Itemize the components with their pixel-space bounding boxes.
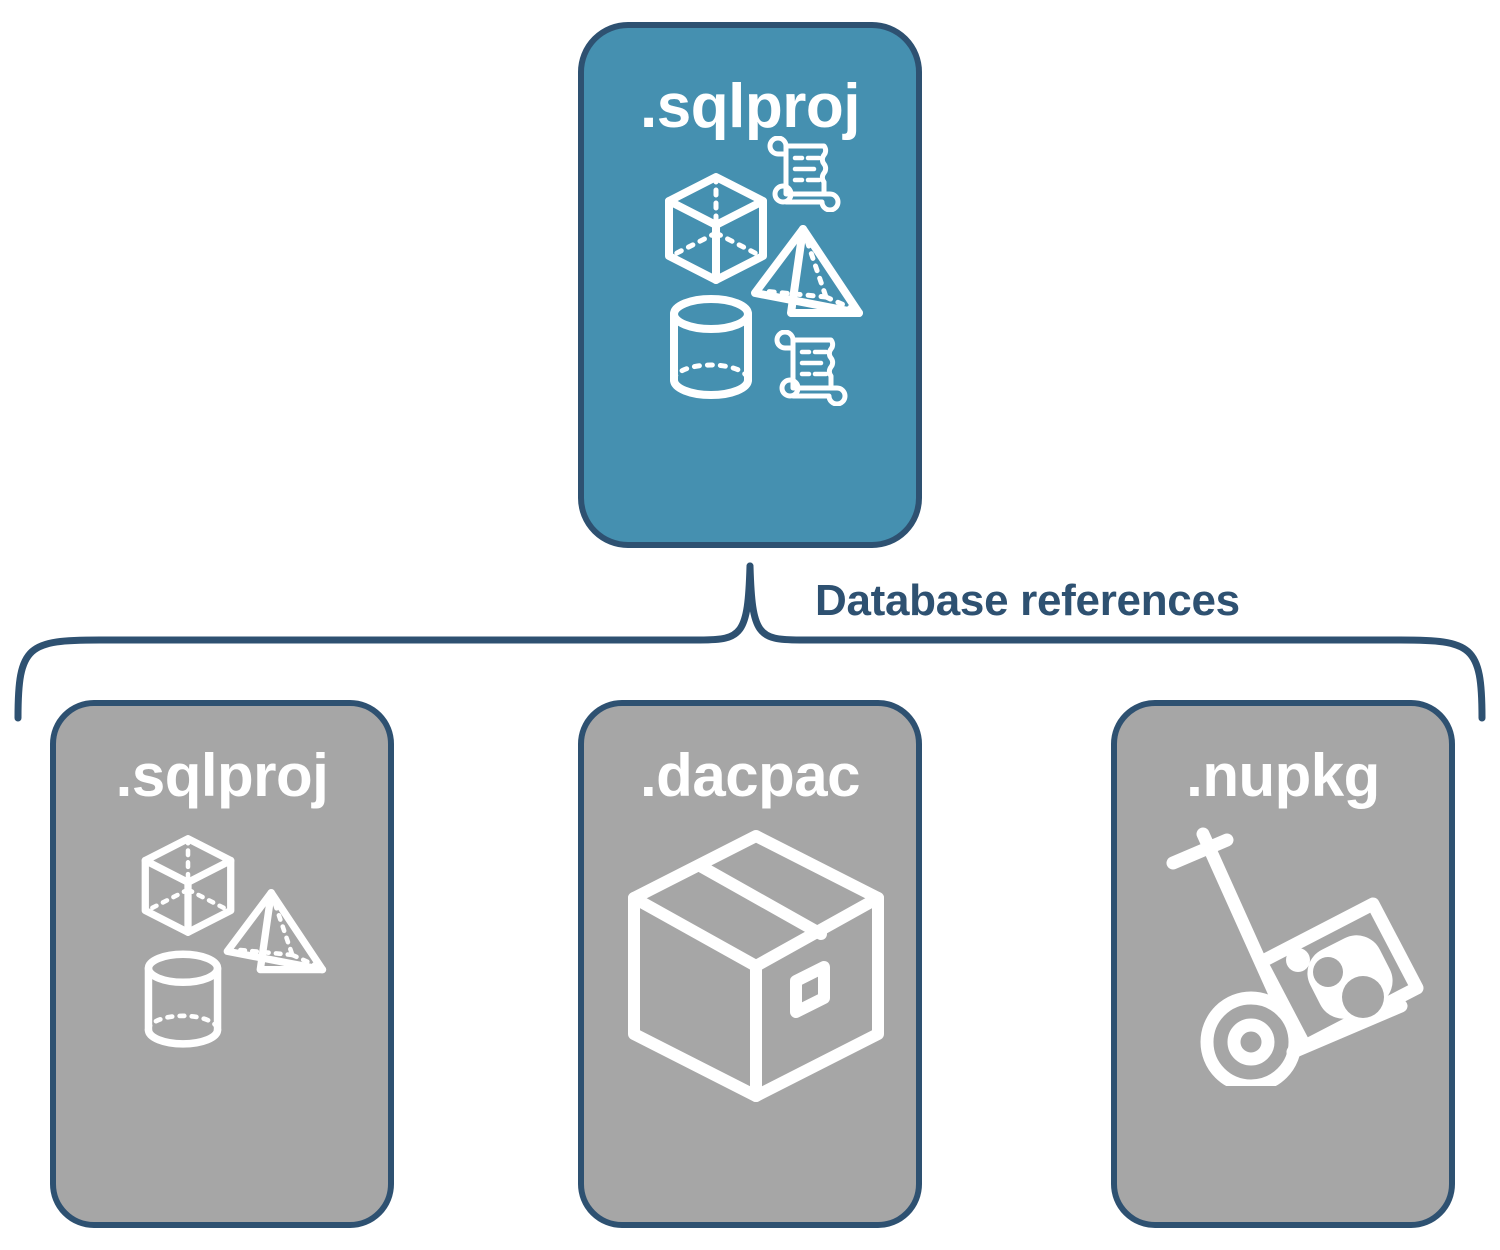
cube-icon (665, 173, 767, 284)
package-box-icon (628, 830, 884, 1102)
child-card-sqlproj[interactable]: .sqlproj (50, 700, 394, 1228)
child-card-nupkg[interactable]: .nupkg (1111, 700, 1455, 1228)
child-card-sqlproj-label: .sqlproj (115, 742, 329, 809)
cube-icon (141, 835, 235, 936)
child-card-dacpac[interactable]: .dacpac (578, 700, 922, 1228)
child-card-nupkg-label: .nupkg (1186, 742, 1380, 809)
pyramid-icon (751, 225, 863, 317)
cylinder-icon (144, 950, 222, 1048)
scroll-icon (774, 330, 848, 406)
sqlproj-icon-group (56, 806, 388, 1222)
pyramid-icon (223, 889, 327, 974)
root-card-sqlproj[interactable]: .sqlproj (578, 22, 922, 548)
root-card-icon-group (584, 136, 916, 542)
root-card-label: .sqlproj (640, 72, 860, 141)
dacpac-icon-group (584, 806, 916, 1222)
child-card-dacpac-label: .dacpac (640, 742, 860, 809)
cylinder-icon (670, 295, 752, 399)
scroll-icon (767, 136, 841, 212)
hand-truck-icon (1166, 827, 1424, 1086)
brace-label: Database references (815, 576, 1240, 625)
nupkg-icon-group (1117, 806, 1449, 1222)
